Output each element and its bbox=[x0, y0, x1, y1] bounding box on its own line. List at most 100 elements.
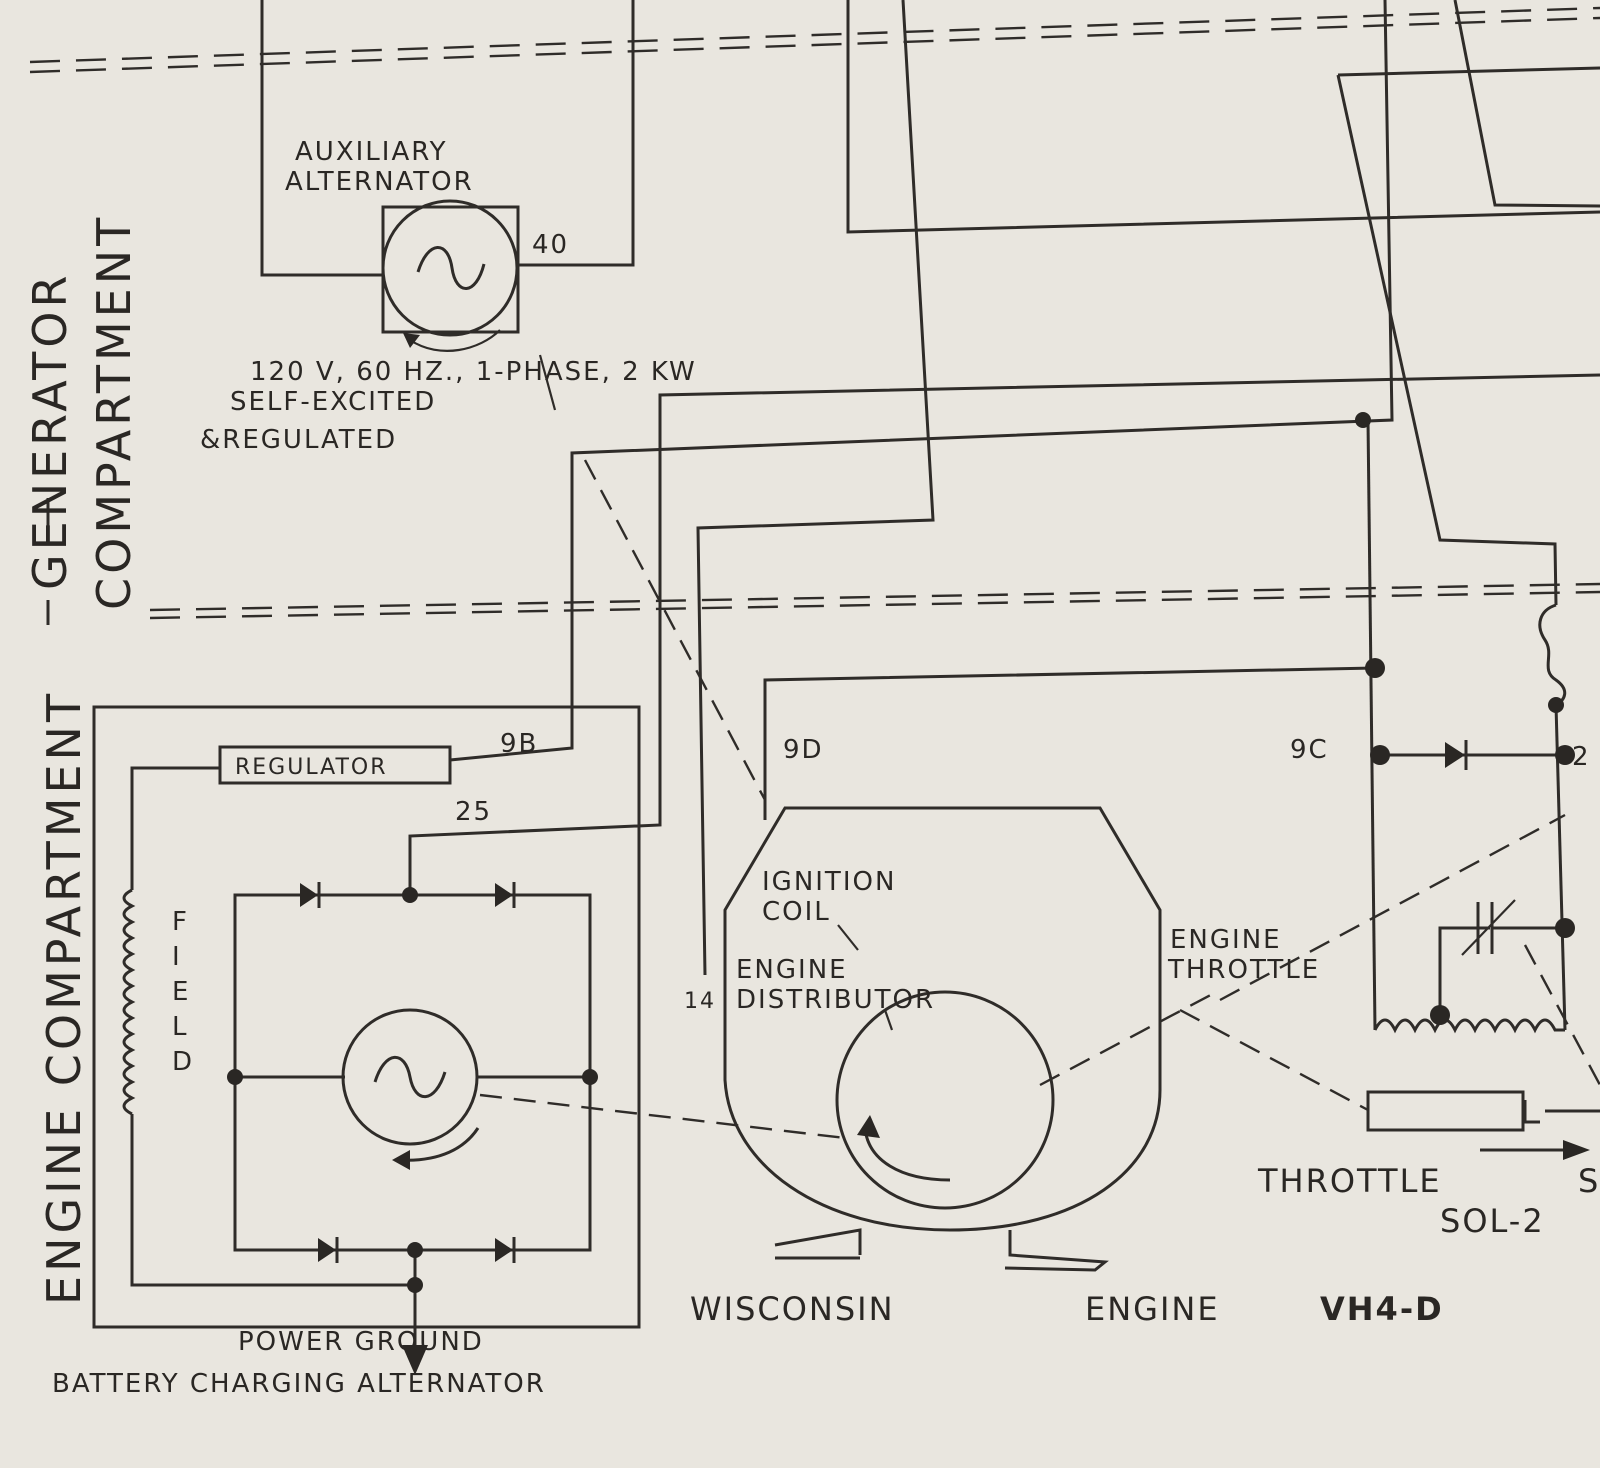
rotation-arrowhead-icon bbox=[403, 333, 420, 348]
wire-9b bbox=[449, 0, 1394, 762]
fuse-icon bbox=[1538, 603, 1567, 707]
engine-flywheel-circle bbox=[835, 990, 1055, 1210]
wire-crossover-dashed bbox=[583, 459, 767, 801]
wire-9b-label: 9B bbox=[500, 729, 538, 759]
junction-dot bbox=[407, 1242, 423, 1258]
junction-dot bbox=[407, 1277, 423, 1293]
field-letter-i: I bbox=[172, 942, 182, 972]
ignition-leader-line bbox=[837, 924, 859, 951]
relay-mech-link bbox=[1219, 813, 1566, 1002]
auxiliary-alternator: AUXILIARY ALTERNATOR 40 120 V, 60 HZ., 1… bbox=[200, 0, 697, 455]
field-wire-top bbox=[130, 766, 220, 890]
engine-name-1: WISCONSIN bbox=[690, 1290, 895, 1328]
junction-dot bbox=[1548, 697, 1564, 713]
engine-throttle-label-1: ENGINE bbox=[1170, 925, 1282, 955]
battery-charging-alternator: REGULATOR 9B 25 F I E L D POWER GROUN bbox=[52, 705, 641, 1399]
aux-spec-3: &REGULATED bbox=[200, 425, 397, 455]
throttle-solenoid: THROTTLE SOL-2 S bbox=[1179, 1008, 1600, 1240]
wiring bbox=[408, 0, 1600, 1031]
rotation-arrow-icon bbox=[863, 1127, 951, 1182]
rotation-arrowhead-icon bbox=[392, 1150, 410, 1170]
throttle-sol-label-2: SOL-2 bbox=[1440, 1202, 1545, 1240]
relay-mech-link-2 bbox=[1523, 944, 1600, 1086]
engine-foot-right bbox=[1004, 1230, 1109, 1272]
diode-icon bbox=[495, 1238, 513, 1262]
stator-circle bbox=[341, 1008, 479, 1146]
aux-spec-1: 120 V, 60 HZ., 1-PHASE, 2 KW bbox=[250, 357, 697, 387]
wire-top-c bbox=[1453, 0, 1600, 208]
edge-label-2: 2 bbox=[1572, 742, 1591, 772]
regulator-label: REGULATOR bbox=[235, 755, 387, 780]
rectifier-bridge bbox=[233, 893, 592, 1252]
ground-arrow-icon bbox=[402, 1345, 428, 1375]
aux-alternator-circle bbox=[381, 199, 519, 337]
junction-dot bbox=[1555, 745, 1575, 765]
wire-right-fuse bbox=[1336, 74, 1558, 606]
wire-25 bbox=[408, 373, 1600, 895]
junction-dot bbox=[402, 887, 418, 903]
engine-compartment-label: ENGINE COMPARTMENT bbox=[37, 690, 91, 1305]
rotation-arrowhead-icon bbox=[857, 1115, 880, 1138]
generator-compartment-label: GENERATOR COMPARTMENT bbox=[23, 214, 141, 625]
throttle-linkage bbox=[1179, 1008, 1369, 1112]
edge-label-s: S bbox=[1578, 1162, 1600, 1200]
field-letter-f: F bbox=[172, 907, 189, 937]
distributor-leader-line bbox=[883, 1009, 894, 1031]
diode-icon bbox=[1445, 742, 1465, 768]
field-letter-e: E bbox=[172, 977, 190, 1007]
drive-belt-linkage bbox=[479, 1093, 846, 1140]
field-coil-icon bbox=[122, 888, 136, 1116]
junction-dot bbox=[1555, 918, 1575, 938]
aux-spec-2: SELF-EXCITED bbox=[230, 387, 436, 417]
power-ground-label: POWER GROUND bbox=[238, 1327, 484, 1357]
solenoid-arrowhead-icon bbox=[1563, 1140, 1590, 1160]
relay-area: 2 bbox=[1219, 603, 1600, 1086]
rotation-arrow-icon bbox=[399, 1127, 480, 1162]
alternator-enclosure bbox=[92, 705, 641, 1329]
wire-25-label: 25 bbox=[455, 797, 492, 827]
wire-9c-label: 9C bbox=[1290, 735, 1329, 765]
diode-icon bbox=[300, 883, 318, 907]
wire-top-a bbox=[846, 0, 1600, 234]
distributor-label-2: DISTRIBUTOR bbox=[736, 985, 935, 1015]
phase-slash-mark bbox=[538, 354, 557, 411]
wire-9c-bus bbox=[1366, 419, 1377, 1031]
ignition-coil-label-2: COIL bbox=[762, 897, 831, 927]
wire-ignition bbox=[696, 0, 935, 976]
junction-dot bbox=[1365, 658, 1385, 678]
wisconsin-engine: 9D 9C IGNITION COIL ENGINE DISTRIBUTOR 1… bbox=[684, 735, 1444, 1328]
junction-dots bbox=[1355, 412, 1575, 1025]
contact-wire bbox=[1438, 926, 1490, 1015]
contact-slash bbox=[1461, 899, 1516, 956]
field-letter-l: L bbox=[172, 1012, 189, 1042]
compartment-divider-top bbox=[29, 6, 1600, 74]
junction-dot bbox=[1370, 745, 1390, 765]
compartment-divider-middle bbox=[149, 582, 1600, 620]
relay-coil-icon bbox=[1373, 1018, 1565, 1034]
compartment-label: COMPARTMENT bbox=[87, 214, 141, 610]
junction-dot bbox=[1430, 1005, 1450, 1025]
aux-wire-40 bbox=[518, 0, 635, 267]
generator-label: GENERATOR bbox=[23, 272, 77, 590]
engine-outline bbox=[723, 806, 1162, 1232]
distributor-label-1: ENGINE bbox=[736, 955, 848, 985]
solenoid-plunger bbox=[1523, 1100, 1540, 1124]
field-letter-d: D bbox=[172, 1047, 194, 1077]
diode-icon bbox=[318, 1238, 336, 1262]
engine-name-2: ENGINE bbox=[1085, 1290, 1220, 1328]
throttle-sol-label-1: THROTTLE bbox=[1257, 1162, 1442, 1200]
junction-dot bbox=[582, 1069, 598, 1085]
wire-14-label: 14 bbox=[684, 989, 716, 1014]
aux-alternator-label-1: AUXILIARY bbox=[295, 137, 448, 167]
ac-sine-icon bbox=[416, 246, 486, 290]
engine-model: VH4-D bbox=[1320, 1290, 1444, 1328]
engine-throttle-label-2: THROTTLE bbox=[1167, 955, 1320, 985]
engine-throttle-linkage bbox=[1039, 988, 1221, 1087]
junction-dot bbox=[1355, 412, 1371, 428]
aux-alternator-label-2: ALTERNATOR bbox=[285, 167, 474, 197]
ignition-coil-label-1: IGNITION bbox=[762, 867, 896, 897]
solenoid-body bbox=[1366, 1090, 1525, 1132]
engine-foot-left bbox=[774, 1228, 862, 1255]
junction-dot bbox=[227, 1069, 243, 1085]
